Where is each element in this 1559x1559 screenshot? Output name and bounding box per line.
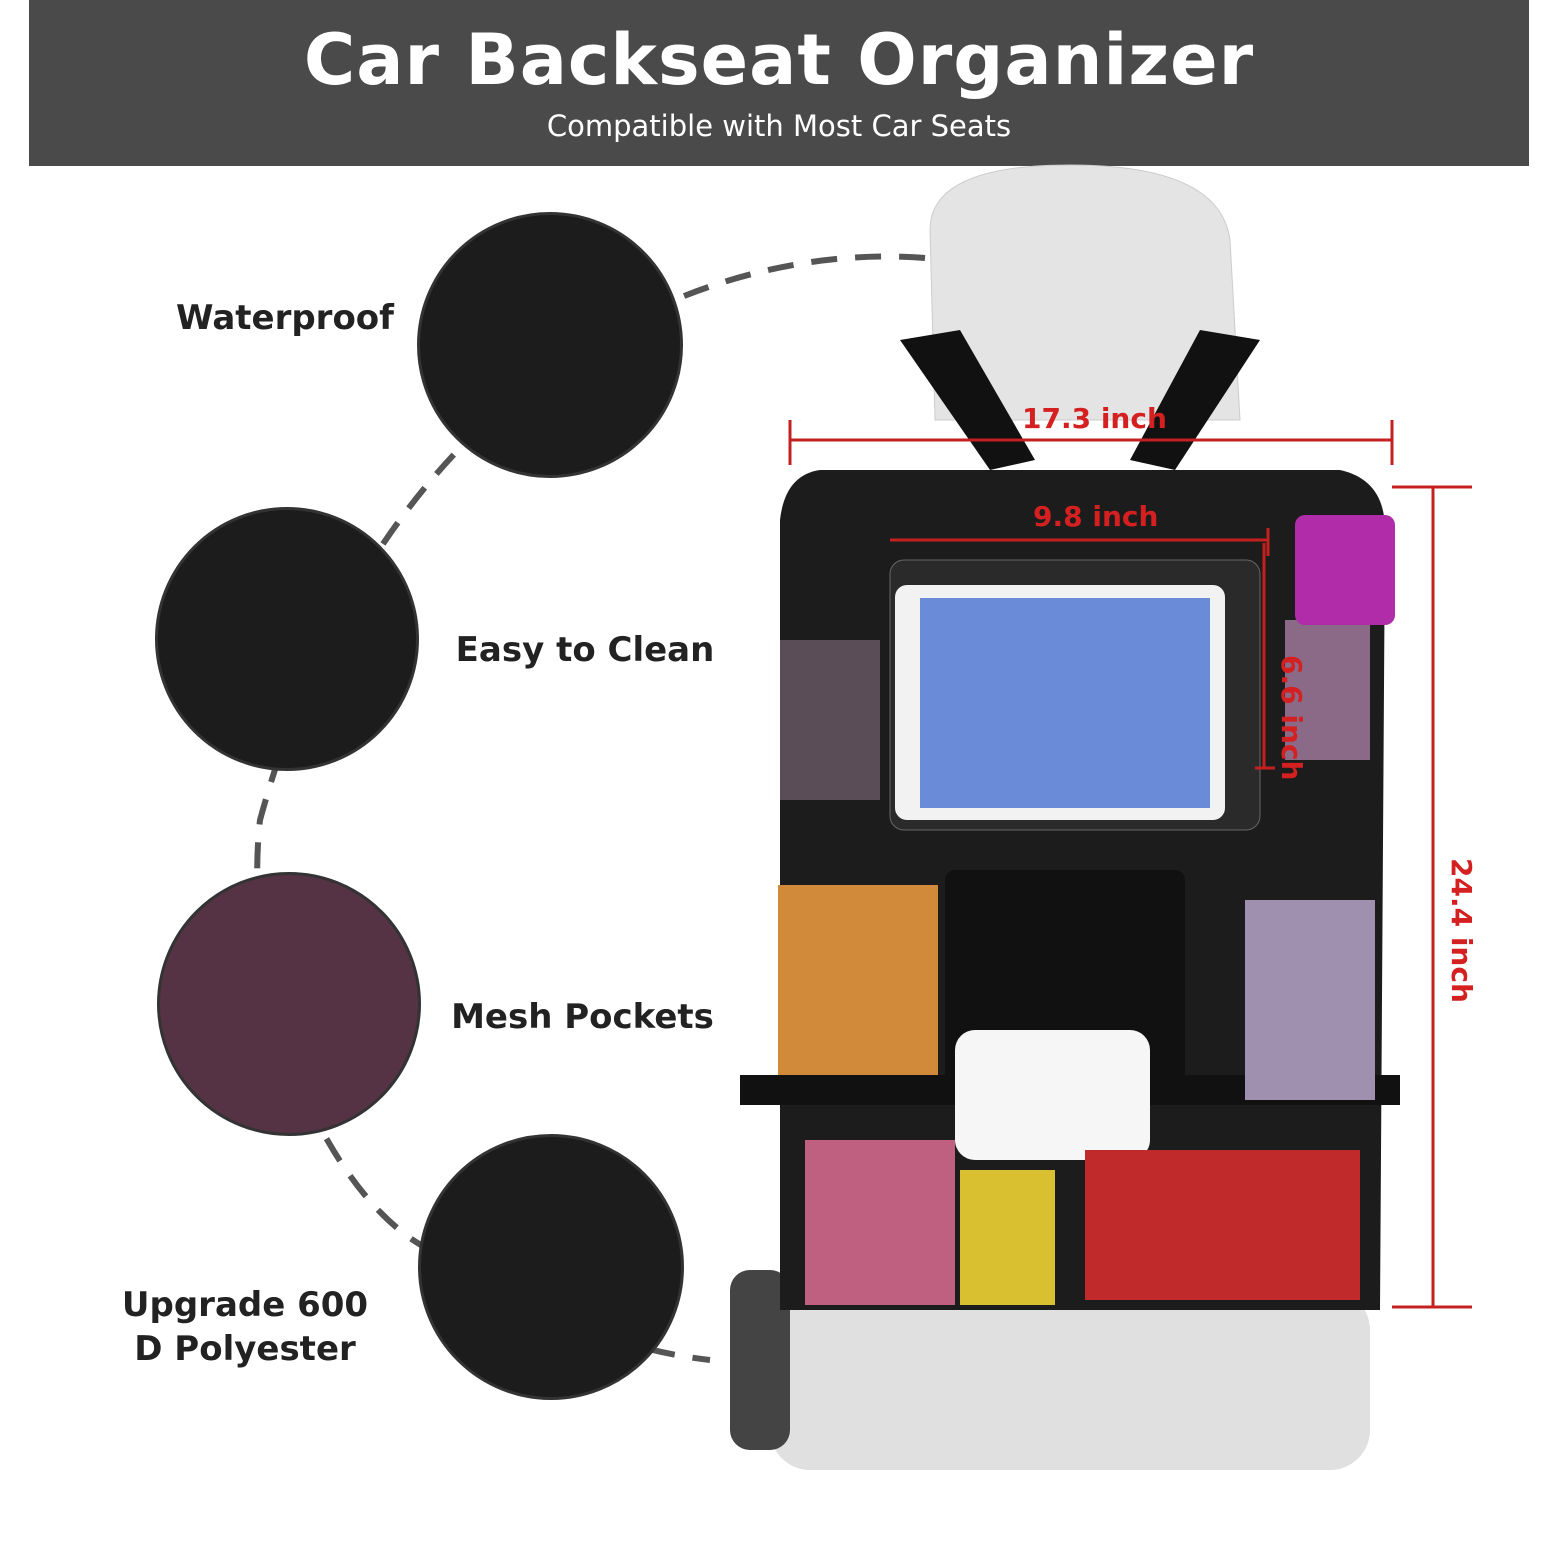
dimension-overall-width: 17.3 inch [1022, 402, 1167, 435]
dimension-tablet-width: 9.8 inch [1033, 500, 1159, 533]
polyester-detail-image [418, 1134, 684, 1400]
feature-label-easy-clean: Easy to Clean [455, 630, 715, 670]
waterproof-detail-image [417, 212, 683, 478]
can-top-right [1295, 515, 1395, 625]
mesh-pocket-mid-right [1245, 900, 1375, 1100]
dimension-tablet-height: 6.6 inch [1275, 655, 1308, 781]
feature-label-polyester: Upgrade 600 D Polyester [121, 1285, 369, 1369]
page-title: Car Backseat Organizer [303, 19, 1255, 101]
header-banner: Car Backseat Organizer Compatible with M… [29, 0, 1529, 166]
easy-clean-detail-image [155, 507, 419, 771]
seat-base [770, 1290, 1370, 1470]
seat-leg [730, 1270, 790, 1450]
strap-left [900, 330, 1035, 470]
mesh-pocket-bottom-mid [960, 1170, 1055, 1305]
headrest [929, 164, 1241, 421]
page-subtitle: Compatible with Most Car Seats [546, 109, 1012, 143]
tissue [955, 1030, 1150, 1160]
mesh-pocket-detail-image [157, 872, 421, 1136]
mesh-pocket-top-right [1285, 620, 1370, 760]
mesh-pocket-bottom-right [1085, 1150, 1360, 1300]
feature-label-mesh-pockets: Mesh Pockets [451, 997, 714, 1037]
mesh-pocket-bottom-left [805, 1140, 955, 1305]
dimension-lines [788, 420, 1472, 1309]
dimension-overall-height: 24.4 inch [1445, 858, 1478, 1003]
mesh-pocket-mid-left [778, 885, 938, 1075]
strap-right [1130, 330, 1260, 470]
tablet-screen [920, 598, 1210, 808]
mesh-pocket-top-left [780, 640, 880, 800]
feature-label-waterproof: Waterproof [176, 298, 394, 338]
